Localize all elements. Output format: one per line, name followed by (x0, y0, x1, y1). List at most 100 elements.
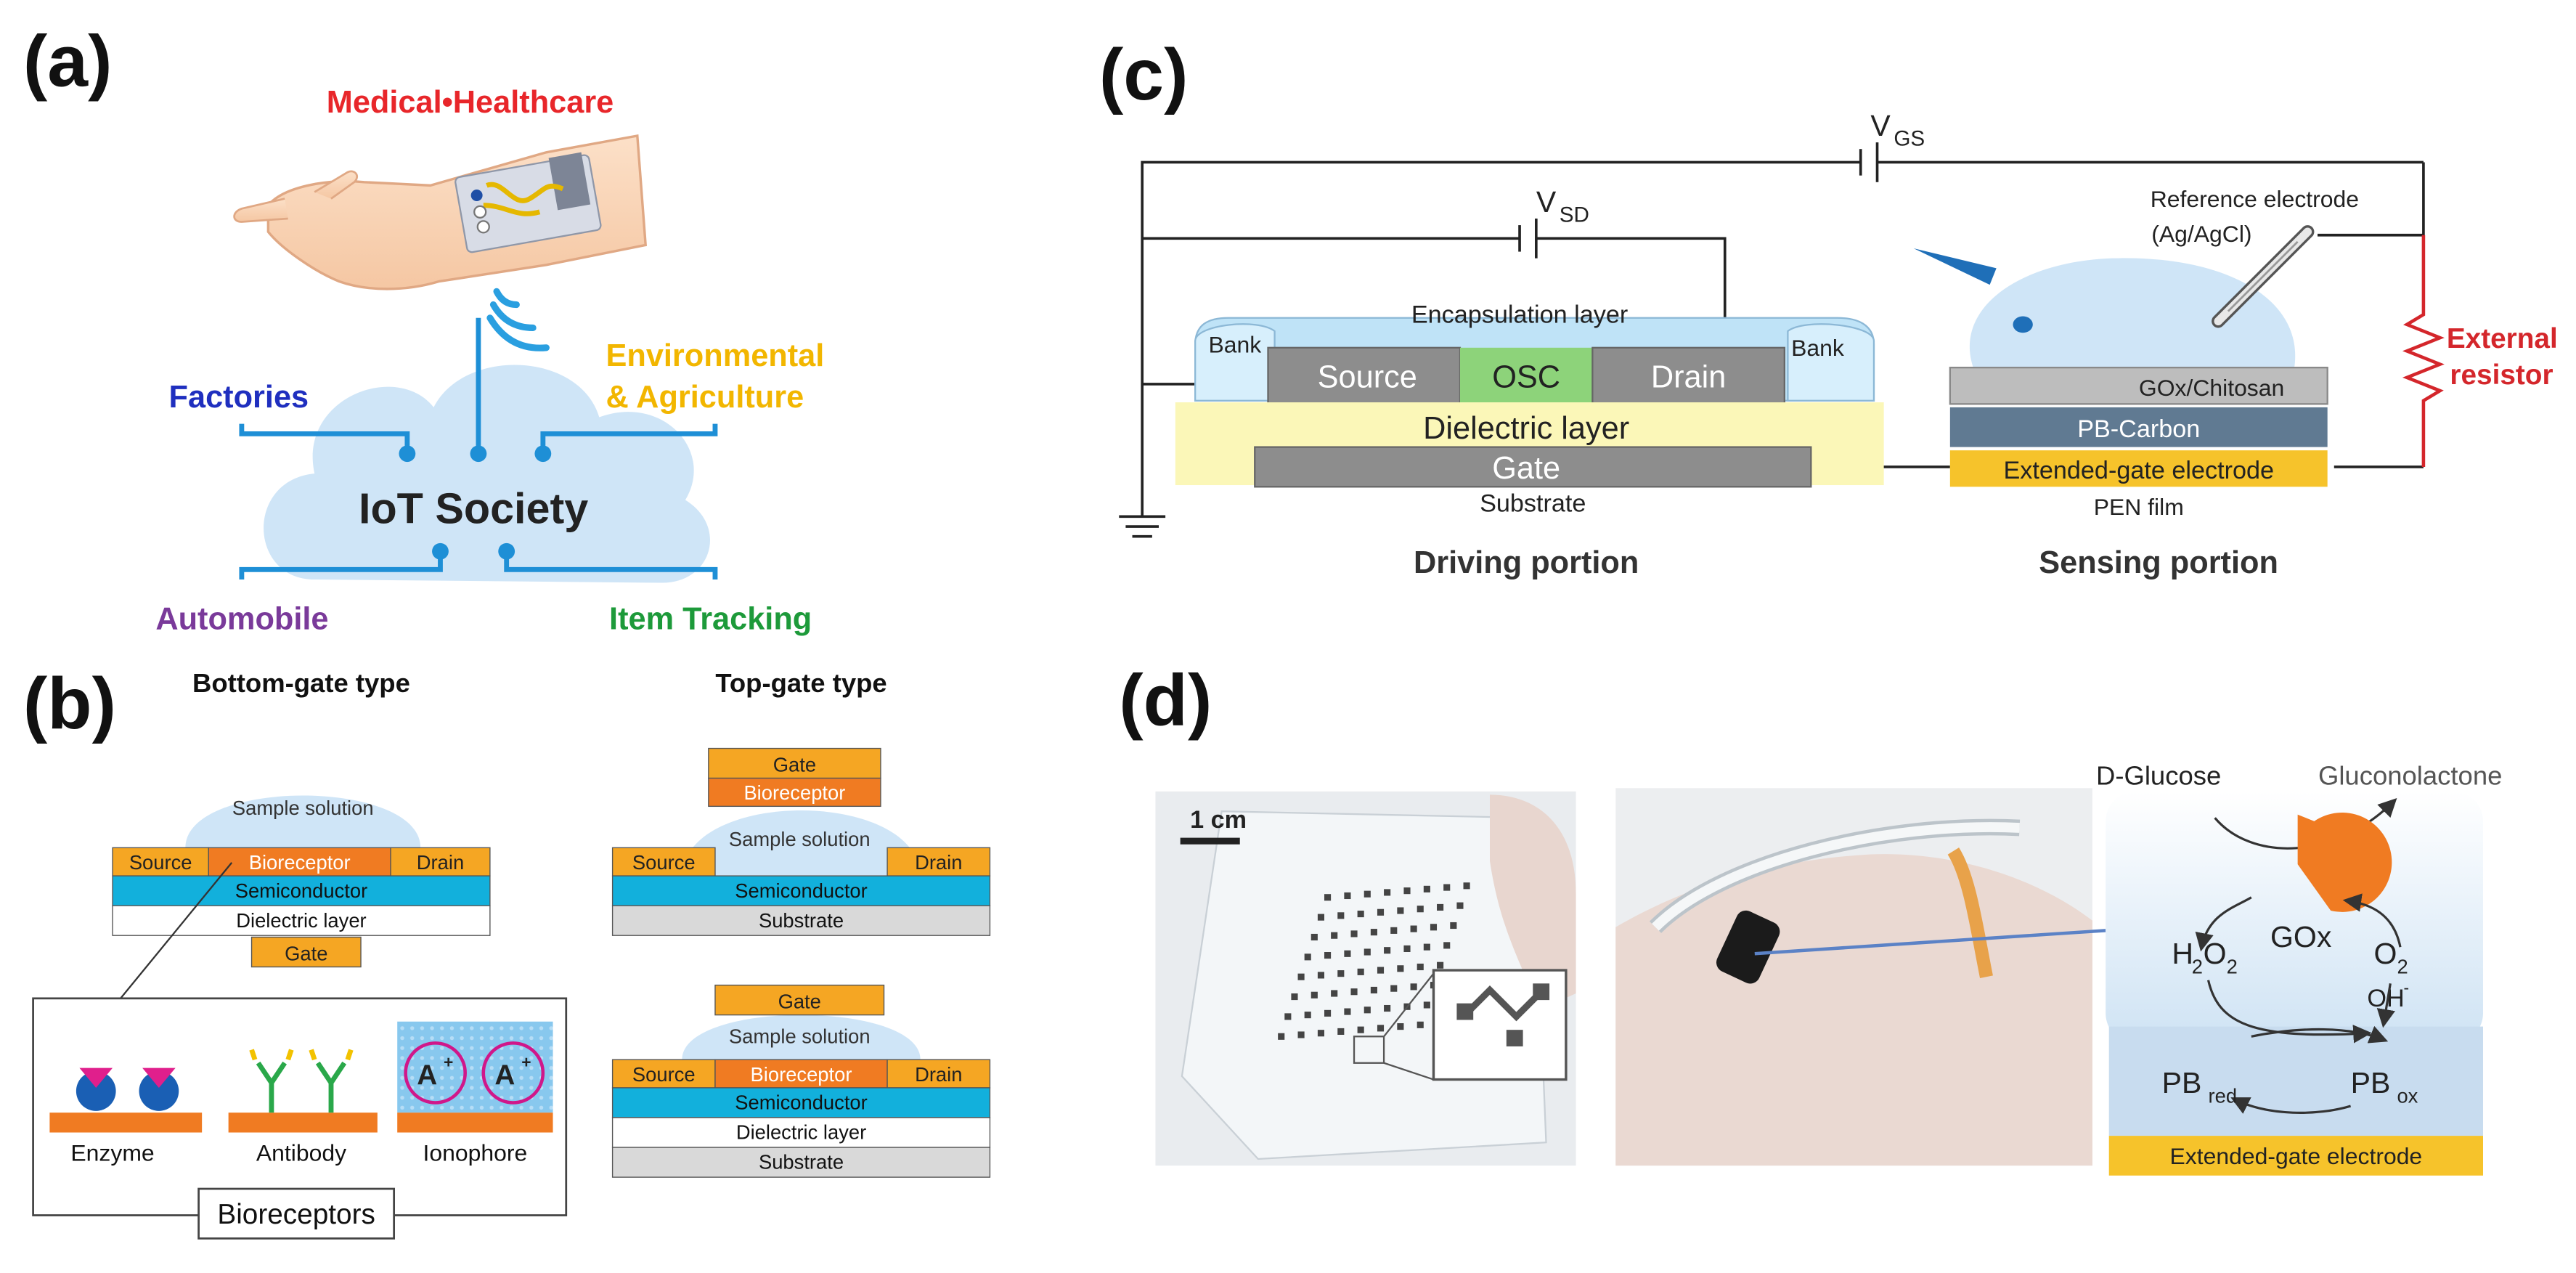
sample-solution-label: Sample solution (232, 797, 374, 819)
device-array-photo: 1 cm (1155, 791, 1576, 1166)
electrode-dot (1397, 1023, 1404, 1030)
electrode-dot (1384, 947, 1391, 954)
tg2-dielectric-label: Dielectric layer (736, 1121, 866, 1144)
electrode-dot (1304, 1012, 1311, 1019)
bank-right-label: Bank (1791, 335, 1844, 361)
wifi-icon (486, 288, 550, 351)
electrode-dot (1370, 929, 1377, 936)
h2o2-2b: 2 (2227, 956, 2238, 978)
c-drain-label: Drain (1651, 360, 1727, 395)
panel-b: Bottom-gate type Top-gate type Sample so… (32, 668, 991, 1240)
top-gate-device-2: Gate Sample solution Source Bioreceptor … (611, 984, 991, 1178)
c-dielectric-label: Dielectric layer (1423, 411, 1629, 446)
electrode-dot (1324, 894, 1332, 901)
electrode-array (1278, 882, 1470, 1040)
panel-label-d: (d) (1119, 660, 1212, 741)
electrode-dot (1377, 967, 1385, 974)
electrode-dot (1357, 968, 1364, 975)
osc-label: OSC (1492, 360, 1560, 395)
electrode-dot (1350, 930, 1358, 938)
vgs-sub: GS (1894, 127, 1925, 151)
electrode-dot (1291, 993, 1298, 1001)
driving-device: Encapsulation layer Bank Bank Source OSC… (1175, 301, 1884, 518)
tg2-substrate-label: Substrate (759, 1151, 844, 1174)
iot-society-label: IoT Society (359, 484, 588, 532)
electrode-dot (1423, 943, 1430, 951)
electrode-dot (1284, 1013, 1292, 1020)
electrode-dot (1410, 983, 1417, 991)
dielectric-label: Dielectric layer (236, 909, 366, 932)
pb-carbon-label: PB-Carbon (2077, 415, 2200, 443)
electrode-dot (1278, 1033, 1285, 1040)
medical-label: Medical•Healthcare (327, 85, 614, 120)
panel-c: V GS V SD Encapsulation layer Bank Bank … (1119, 109, 2558, 580)
panel-d: 1 cm Extended-gate electrode D-Glucose G… (1155, 761, 2502, 1176)
environmental-label: Environmental (606, 338, 824, 373)
tg2-gate-label: Gate (778, 991, 821, 1013)
panel-label-b: (b) (23, 663, 116, 744)
electrode-dot (1311, 991, 1318, 999)
electrode-dot (1304, 953, 1311, 961)
vsd-label: V (1536, 185, 1557, 219)
panel-label-c: (c) (1099, 34, 1189, 115)
tg1-bioreceptor-label: Bioreceptor (743, 781, 845, 804)
electrode-dot (1357, 1026, 1364, 1033)
network-nodes (399, 445, 552, 560)
tg1-substrate-label: Substrate (759, 909, 844, 932)
electrode-dot (1364, 948, 1371, 956)
electrode-dot (1324, 952, 1332, 959)
electrode-dot (1423, 885, 1430, 892)
panel-a: Medical•Healthcare (155, 85, 824, 636)
electrode-dot (1423, 1001, 1430, 1009)
electrode-dot (1364, 890, 1371, 898)
tg1-semiconductor-label: Semiconductor (735, 879, 868, 902)
ion-a-1: A (417, 1060, 437, 1091)
resistor-icon (2402, 235, 2445, 467)
driving-portion-label: Driving portion (1414, 545, 1639, 580)
o2-o: O (2374, 937, 2397, 970)
electrode-dot (1450, 922, 1457, 930)
electrode-dot (1384, 889, 1391, 896)
bioreceptor-label: Bioreceptor (249, 851, 351, 874)
gox-label: GOx (2270, 920, 2332, 953)
arm-illustration (233, 134, 648, 290)
electrode-dot (1430, 924, 1438, 931)
tg2-sample-solution-label: Sample solution (729, 1025, 871, 1047)
electrode-dot (1377, 908, 1385, 916)
electrode-dot (1297, 973, 1305, 980)
c-source-label: Source (1318, 360, 1417, 395)
electrode-dot (1344, 1008, 1351, 1015)
electrode-dot (1337, 970, 1345, 977)
c-ext-gate-label: Extended-gate electrode (2003, 457, 2274, 484)
reference-electrode-icon (2212, 225, 2315, 328)
ref-electrode-sub-label: (Ag/AgCl) (2151, 221, 2251, 247)
electrode-dot (1317, 1030, 1324, 1037)
pen-film-label: PEN film (2094, 494, 2184, 520)
electrode-dot (1443, 884, 1451, 891)
d-glucose-label: D-Glucose (2096, 761, 2221, 791)
electrode-dot (1403, 945, 1411, 952)
drain-label: Drain (417, 851, 464, 874)
gox-chitosan-label: GOx/Chitosan (2139, 375, 2284, 401)
bottom-gate-device: Sample solution Source Bioreceptor Drain… (112, 795, 491, 1001)
factories-label: Factories (169, 380, 309, 415)
electrode-dot (1417, 963, 1424, 971)
electrode-dot (1437, 903, 1444, 911)
electrode-dot (1297, 1031, 1305, 1038)
electrode-dot (1357, 911, 1364, 918)
bioreceptors-label: Bioreceptors (217, 1199, 375, 1230)
electrode-dot (1331, 990, 1338, 997)
cloud-shape (264, 365, 710, 583)
ionophore-label: Ionophore (423, 1139, 528, 1166)
tg1-drain-label: Drain (915, 851, 962, 874)
electrode-dot (1417, 1021, 1424, 1028)
tg1-gate-label: Gate (773, 753, 816, 776)
top-gate-title: Top-gate type (715, 668, 886, 698)
electrode-dot (1311, 933, 1318, 941)
enzyme-label: Enzyme (70, 1139, 154, 1166)
electrode-dot (1337, 912, 1345, 919)
semiconductor-label: Semiconductor (235, 879, 368, 902)
oh-sup: - (2404, 978, 2410, 997)
tg2-drain-label: Drain (915, 1063, 962, 1086)
